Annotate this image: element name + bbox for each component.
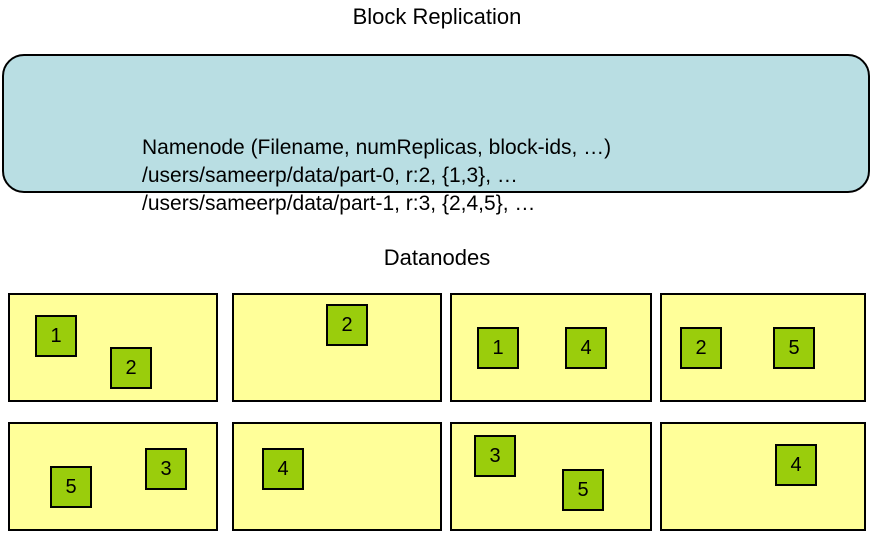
namenode-line-1: Namenode (Filename, numReplicas, block-i… <box>142 136 612 159</box>
namenode-line-3: /users/sameerp/data/part-1, r:3, {2,4,5}… <box>142 192 536 215</box>
block-3[interactable]: 3 <box>145 448 187 490</box>
block-2[interactable]: 2 <box>680 327 722 369</box>
namenode-line-2: /users/sameerp/data/part-0, r:2, {1,3}, … <box>142 164 518 187</box>
block-5[interactable]: 5 <box>562 469 604 511</box>
block-1[interactable]: 1 <box>477 327 519 369</box>
datanodes-section-label: Datanodes <box>383 245 491 270</box>
block-3[interactable]: 3 <box>474 435 516 477</box>
namenode-text: Namenode (Filename, numReplicas, block-i… <box>142 134 611 218</box>
block-5[interactable]: 5 <box>50 466 92 508</box>
namenode-box: Namenode (Filename, numReplicas, block-i… <box>2 54 870 215</box>
block-1[interactable]: 1 <box>35 315 77 357</box>
datanode-2[interactable]: 2 <box>232 293 442 402</box>
page-title: Block Replication <box>352 4 522 29</box>
block-2[interactable]: 2 <box>110 347 152 389</box>
block-4[interactable]: 4 <box>565 327 607 369</box>
datanode-6[interactable]: 4 <box>232 422 442 531</box>
datanode-8[interactable]: 4 <box>660 422 866 531</box>
block-5[interactable]: 5 <box>773 327 815 369</box>
block-2[interactable]: 2 <box>326 304 368 346</box>
block-4[interactable]: 4 <box>775 444 817 486</box>
block-4[interactable]: 4 <box>262 448 304 490</box>
